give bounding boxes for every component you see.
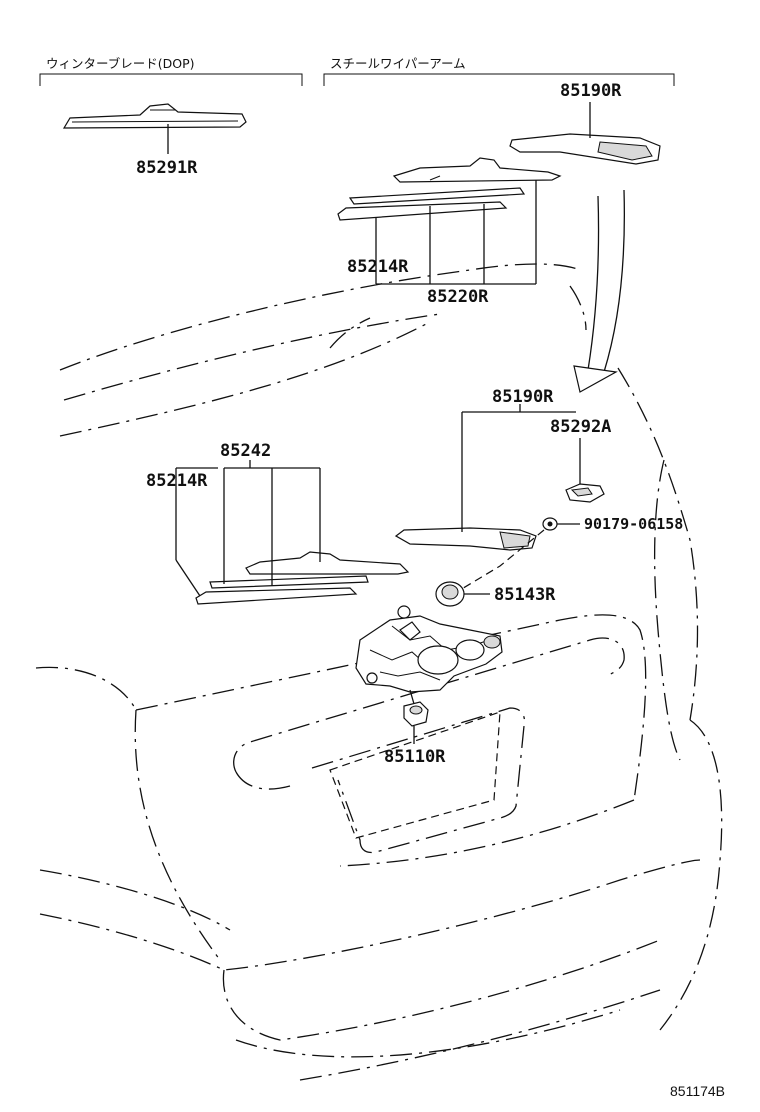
connector-drawing [403, 701, 429, 744]
steel-arm-header: スチールワイパーアーム [330, 56, 466, 71]
pivot-cap-drawing [565, 438, 605, 503]
mid-blade-drawing [175, 460, 410, 605]
winter-blade-drawing [62, 103, 247, 154]
winter-blade-section: ウィンターブレード(DOP) [39, 56, 303, 86]
part-number-85291R: 85291R [136, 158, 198, 178]
winter-blade-bracket [39, 73, 303, 86]
wiper-motor-drawing [355, 605, 503, 705]
part-number-85190R-top: 85190R [560, 81, 622, 101]
steel-arm-section: スチールワイパーアーム [323, 56, 675, 86]
wiper-arm-mid-drawing [394, 404, 576, 551]
vehicle-body-outline [35, 263, 723, 1081]
flow-arrow [573, 189, 626, 393]
grommet-drawing [435, 581, 490, 607]
part-number-85220R: 85220R [427, 287, 489, 307]
part-number-85214R-mid: 85214R [146, 471, 208, 491]
part-number-85214R-top: 85214R [347, 257, 409, 277]
top-blade-drawing [337, 157, 562, 285]
part-number-85110R: 85110R [384, 747, 446, 767]
part-number-90179-06158: 90179-06158 [584, 515, 683, 533]
steel-arm-bracket [323, 73, 675, 86]
wiper-arm-top-drawing [509, 102, 661, 165]
nut-drawing [459, 517, 580, 591]
winter-blade-header: ウィンターブレード(DOP) [46, 56, 195, 71]
part-number-85143R: 85143R [494, 585, 556, 605]
figure-code: 851174B [670, 1083, 725, 1099]
part-number-85190R-mid: 85190R [492, 387, 554, 407]
part-number-85242: 85242 [220, 441, 271, 461]
part-number-85292A: 85292A [550, 417, 611, 437]
